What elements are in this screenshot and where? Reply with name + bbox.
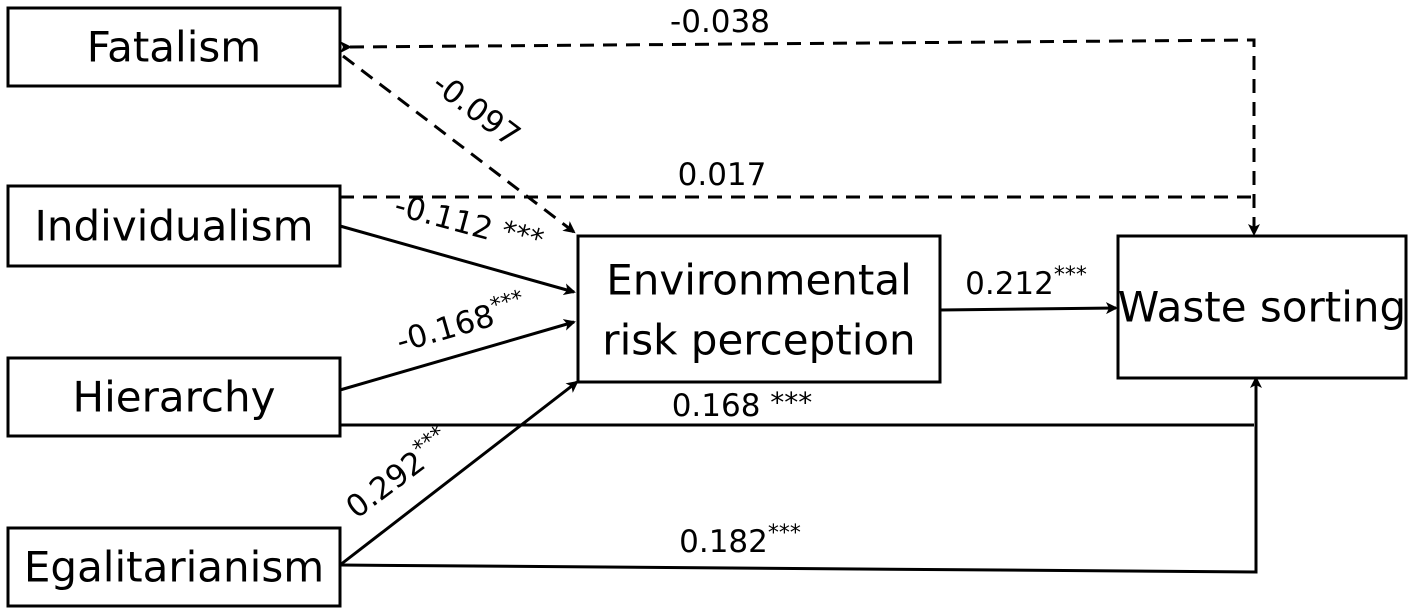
node-hierarchy-label: Hierarchy <box>72 373 275 422</box>
coef-hierarchy-to-waste-sorting: 0.168 *** <box>672 386 813 424</box>
node-individualism: Individualism <box>6 184 342 268</box>
arrow-egalitarianism-to-perception <box>339 380 579 567</box>
coef-hierarchy-to-perception: -0.168*** <box>392 286 531 360</box>
coef-individualism-to-waste-sorting: 0.017 <box>678 157 767 193</box>
arrow-egalitarianism-to-waste-sorting <box>339 376 1262 574</box>
coef-perception-to-waste-sorting: 0.212*** <box>965 263 1087 302</box>
node-egalitarianism: Egalitarianism <box>6 526 342 608</box>
node-perception-label-line1: Environmental <box>606 256 912 305</box>
node-individualism-label: Individualism <box>34 202 313 251</box>
coef-fatalism-to-waste-sorting: -0.038 <box>670 4 770 40</box>
node-egalitarianism-label: Egalitarianism <box>24 543 324 592</box>
arrow-fatalism-to-perception <box>342 54 576 234</box>
arrow-perception-to-waste-sorting <box>939 302 1118 315</box>
coef-egalitarianism-to-perception: 0.292*** <box>338 422 459 526</box>
node-hierarchy: Hierarchy <box>6 356 342 438</box>
node-waste-sorting-label: Waste sorting <box>1118 283 1406 332</box>
node-perception-label-line2: risk perception <box>602 316 915 365</box>
coef-egalitarianism-to-waste-sorting: 0.182*** <box>679 521 801 560</box>
coef-fatalism-to-perception: -0.097 <box>425 66 526 155</box>
node-fatalism-label: Fatalism <box>87 23 261 72</box>
node-waste-sorting: Waste sorting <box>1116 234 1408 380</box>
node-fatalism: Fatalism <box>6 6 342 88</box>
arrow-hierarchy-to-perception <box>339 319 576 392</box>
arrow-fatalism-to-waste-sorting <box>339 38 1260 236</box>
arrow-individualism-to-perception <box>339 224 576 296</box>
node-environmental-risk-perception: Environmental risk perception <box>576 234 942 384</box>
